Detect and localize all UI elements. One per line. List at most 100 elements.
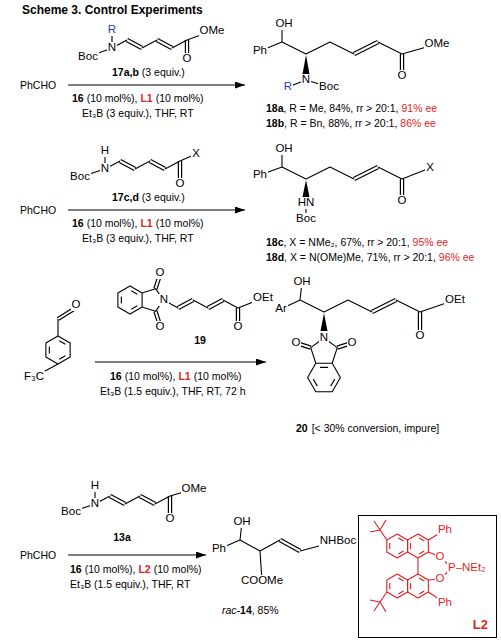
- scheme-text: 16: [110, 370, 122, 382]
- scheme-text: L2: [138, 563, 150, 575]
- scheme-text: 19: [194, 334, 206, 346]
- ligand-structure: [408, 574, 429, 598]
- ligand-structure: [387, 574, 408, 598]
- atom-label: O: [397, 195, 408, 207]
- scheme-text: (10 mol%): [156, 92, 204, 104]
- atom-label: OMe: [199, 25, 226, 37]
- double-bond: [58, 40, 420, 551]
- atom-label: Ph: [252, 45, 268, 57]
- scheme-text: Et₃B (1.5 equiv.), THF, RT: [70, 578, 190, 590]
- scheme-text: 95% ee: [413, 236, 449, 248]
- atom-label: N: [319, 332, 329, 344]
- scheme-text: (10 mol%),: [87, 92, 138, 104]
- single-bond: [142, 289, 263, 312]
- reaction-arrow: [68, 209, 245, 210]
- scheme-title: Scheme 3. Control Experiments: [22, 3, 203, 17]
- atom-label: NHBoc: [319, 535, 357, 547]
- scheme-text: (3 equiv.): [142, 191, 185, 203]
- scheme-text: (10 mol%),: [85, 563, 136, 575]
- scheme-text: , X = N(OMe)Me, 71%, rr > 20:1,: [284, 251, 436, 263]
- scheme-text: 18c: [266, 236, 284, 248]
- atom-label: Ph: [437, 597, 453, 609]
- atom-label: OMe: [181, 483, 208, 495]
- scheme-text: PhCHO: [20, 79, 56, 91]
- scheme-text: (10 mol%),: [87, 217, 138, 229]
- ligand-structure: [370, 520, 387, 612]
- scheme-text: 17c,d: [112, 191, 139, 203]
- scheme-text: 20: [296, 422, 308, 434]
- scheme-text: 18d: [266, 251, 284, 263]
- atom-label: O: [165, 513, 176, 525]
- atom-label: OEt: [444, 294, 466, 306]
- atom-label: Boc: [60, 506, 82, 518]
- atom-label: O: [397, 70, 408, 82]
- scheme-text: , X = NMe₂, 67%, rr > 20:1,: [284, 236, 410, 248]
- atom-label: F₃C: [23, 371, 45, 383]
- scheme-text: 14: [240, 604, 252, 616]
- scheme-text: (10 mol%),: [125, 370, 176, 382]
- atom-label: O: [71, 299, 82, 311]
- benzene-ring: [308, 363, 341, 391]
- single-bond: [80, 151, 196, 177]
- reaction-arrow: [68, 554, 206, 555]
- atom-label: N: [107, 42, 117, 54]
- atom-label: H: [100, 145, 110, 157]
- atom-label: Boc: [69, 171, 91, 183]
- atom-label: N: [301, 74, 311, 86]
- atom-label: O: [182, 53, 193, 65]
- atom-label: OEt: [252, 292, 274, 304]
- atom-label: O: [347, 337, 358, 349]
- atom-label: N: [159, 294, 169, 306]
- scheme-text: , 85%: [252, 604, 279, 616]
- double-bond: [58, 40, 420, 551]
- scheme-text: 13a: [113, 531, 131, 543]
- atom-label: O: [291, 337, 302, 349]
- atom-label: Ph: [211, 543, 227, 555]
- scheme-text: Et₃B (1.5 equiv.), THF, RT, 72 h: [100, 385, 246, 397]
- scheme-text: (10 mol%): [156, 217, 204, 229]
- atom-label: N: [90, 498, 100, 510]
- scheme-text: , R = Me, 84%, rr > 20:1,: [284, 102, 399, 114]
- scheme-text: (10 mol%): [154, 563, 202, 575]
- wedge-bond: [303, 55, 310, 74]
- scheme-text: 16: [72, 92, 84, 104]
- atom-label: OMe: [424, 38, 451, 50]
- atom-label: O: [155, 321, 166, 333]
- reaction-arrow: [95, 361, 266, 362]
- benzene-ring: [46, 336, 70, 364]
- atom-label: OH: [274, 18, 293, 30]
- double-bond: [58, 40, 420, 551]
- scheme-text: [< 30% conversion, impure]: [312, 422, 440, 434]
- scheme-text: (3 equiv.): [142, 66, 185, 78]
- scheme-text: PhCHO: [20, 204, 56, 216]
- scheme-text: (10 mol%): [194, 370, 242, 382]
- atom-label: O: [155, 267, 166, 279]
- scheme-text: 96% ee: [439, 251, 475, 263]
- atom-label: COOMe: [240, 575, 284, 587]
- ligand-structure: [387, 534, 408, 558]
- scheme-text: rac-: [222, 604, 240, 616]
- atom-label: P–NEt₂: [447, 562, 487, 574]
- atom-label: Ar: [274, 303, 288, 315]
- scheme-text: Et₃B (3 equiv.), THF, RT: [82, 107, 194, 119]
- atom-label: Ph: [252, 169, 268, 181]
- scheme-text: 91% ee: [402, 102, 438, 114]
- ligand-structure: [408, 534, 429, 558]
- atom-label: Ph: [437, 524, 453, 536]
- atom-label: Boc: [318, 81, 340, 93]
- ligand-box: L2: [358, 515, 497, 638]
- wedge-bond: [321, 313, 328, 331]
- scheme-text: 18b: [266, 117, 284, 129]
- scheme-text: L1: [140, 217, 152, 229]
- atom-label: HN: [297, 197, 316, 209]
- atom-label: R: [107, 24, 117, 36]
- benzene-ring: [118, 286, 142, 314]
- scheme-text: L1: [140, 92, 152, 104]
- reaction-arrow: [68, 84, 245, 85]
- scheme-text: , R = Bn, 88%, rr > 20:1,: [284, 117, 397, 129]
- atom-label: O: [435, 551, 446, 563]
- single-bond: [260, 24, 437, 87]
- atom-label: OH: [232, 516, 251, 528]
- scheme-text: Et₃B (3 equiv.), THF, RT: [82, 232, 194, 244]
